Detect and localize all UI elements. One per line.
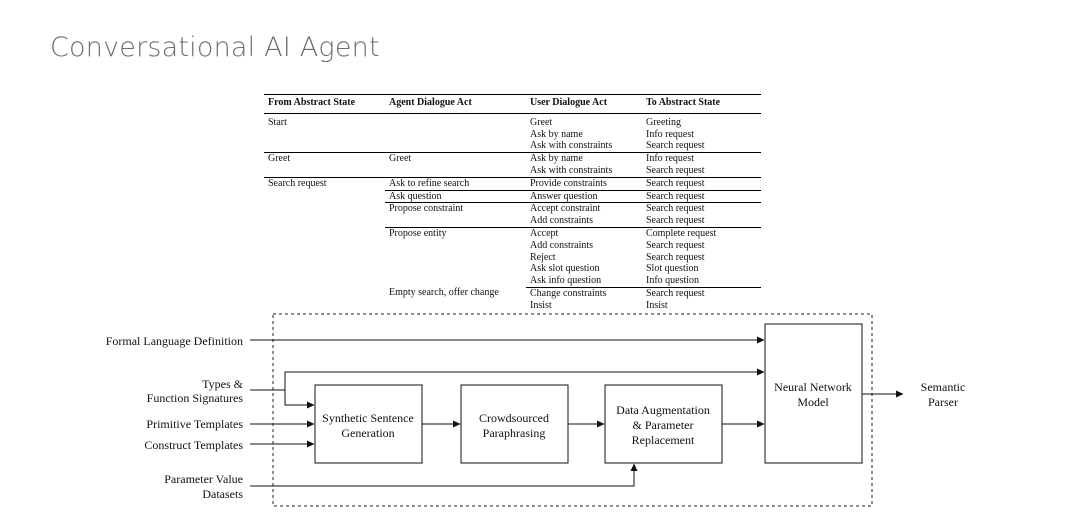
table-cell: Search request (642, 189, 761, 203)
table-cell: Search request (646, 239, 705, 251)
table-row: Empty search, offer change Change constr… (264, 286, 761, 300)
table-cell: Search request (642, 286, 761, 300)
table-cell: Insist (646, 299, 668, 311)
input-param-line2: Datasets (202, 487, 243, 501)
header-from-state: From Abstract State (268, 97, 356, 108)
neural-label-line1: Neural Network (774, 380, 852, 394)
table-cell: Ask to refine search (385, 176, 526, 191)
table-cell: Insist (530, 299, 552, 311)
table-row: Add constraints Search request (264, 240, 761, 252)
table-cell: Change constraints (526, 286, 642, 300)
table-row: Ask slot question Slot question (264, 263, 761, 275)
neural-label-line2: Model (797, 395, 829, 409)
table-cell: Info request (646, 128, 695, 140)
crowdsourced-paraphrasing-box (460, 384, 569, 464)
table-row: Propose entity Accept Complete request (264, 226, 761, 240)
data-augmentation-box (604, 384, 723, 464)
table-cell: Answer question (526, 189, 642, 203)
augment-label-line3: Replacement (632, 433, 695, 447)
table-row: Search request Ask to refine search Prov… (264, 176, 761, 191)
input-types-line2: Function Signatures (147, 391, 244, 405)
table-cell: Ask by name (530, 128, 583, 140)
table-cell: Search request (264, 176, 385, 191)
table-cell: Ask by name (526, 152, 642, 165)
table-cell: Search request (642, 176, 761, 191)
table-cell: Greet (385, 152, 526, 165)
table-cell: Complete request (642, 226, 761, 240)
table-cell: Search request (646, 251, 705, 263)
table-cell: Reject (530, 251, 556, 263)
table-cell: Ask question (385, 189, 526, 203)
table-row: Add constraints Search request (264, 215, 761, 227)
table-cell: Start (268, 116, 287, 128)
table-header-row: From Abstract State Agent Dialogue Act U… (264, 94, 761, 114)
table-row: Greet Greet Ask by name Info request (264, 152, 761, 165)
table-cell: Search request (646, 140, 705, 152)
table-row: Insist Insist (264, 300, 761, 312)
table-cell: Info question (646, 275, 700, 287)
table-cell: Slot question (646, 263, 699, 275)
table-row: Start Greet Greeting (264, 113, 761, 128)
arrow-datasets-to-augment (250, 463, 638, 487)
table-row: Ask info question Info question (264, 275, 761, 287)
synthetic-label-line2: Generation (341, 426, 394, 440)
table-cell: Accept (526, 226, 642, 240)
table-row: Reject Search request (264, 252, 761, 264)
dialogue-state-table: From Abstract State Agent Dialogue Act U… (264, 94, 761, 312)
synthetic-label-line1: Synthetic Sentence (322, 411, 414, 425)
table-cell: Search request (642, 202, 761, 216)
table-cell: Greeting (646, 116, 681, 128)
table-cell: Info request (642, 152, 761, 165)
table-cell: Empty search, offer change (389, 287, 499, 299)
neural-network-box (764, 323, 863, 464)
table-cell: Ask with constraints (530, 140, 613, 152)
augment-label-line1: Data Augmentation (616, 403, 710, 417)
header-agent-act: Agent Dialogue Act (389, 97, 472, 108)
input-param-line1: Parameter Value (164, 472, 243, 486)
input-formal-language: Formal Language Definition (106, 334, 243, 348)
input-construct-templates: Construct Templates (144, 438, 243, 452)
table-cell: Propose entity (385, 226, 526, 240)
input-primitive-templates: Primitive Templates (146, 417, 243, 431)
slide-title: Conversational AI Agent (50, 32, 380, 63)
table-cell: Accept constraint (526, 202, 642, 216)
table-row: Ask by name Info request (264, 129, 761, 141)
input-types-line1: Types & (202, 377, 243, 391)
table-row: Ask with constraints Search request (264, 140, 761, 152)
output-line1: Semantic (921, 380, 966, 394)
table-cell: Ask slot question (530, 263, 600, 275)
output-line2: Parser (928, 395, 958, 409)
arrow-types-to-model (250, 368, 765, 391)
table-row: Ask with constraints Search request (264, 165, 761, 177)
augment-label-line2: & Parameter (633, 418, 694, 432)
crowd-label-line2: Paraphrasing (483, 426, 546, 440)
table-cell: Propose constraint (385, 202, 526, 216)
arrow-types-to-synthetic (284, 390, 315, 409)
table-cell: Greet (530, 116, 553, 128)
table-cell: Provide constraints (526, 176, 642, 191)
crowd-label-line1: Crowdsourced (479, 411, 549, 425)
header-to-state: To Abstract State (646, 97, 721, 108)
header-user-act: User Dialogue Act (530, 97, 608, 108)
table-cell: Search request (646, 215, 705, 227)
table-cell: Search request (646, 164, 705, 176)
table-row: Propose constraint Accept constraint Sea… (264, 202, 761, 216)
table-cell: Ask info question (530, 275, 602, 287)
table-row: Ask question Answer question Search requ… (264, 189, 761, 203)
table-cell: Greet (264, 152, 385, 165)
table-cell: Ask with constraints (530, 164, 613, 176)
table-cell: Add constraints (530, 239, 594, 251)
table-cell: Add constraints (530, 215, 594, 227)
